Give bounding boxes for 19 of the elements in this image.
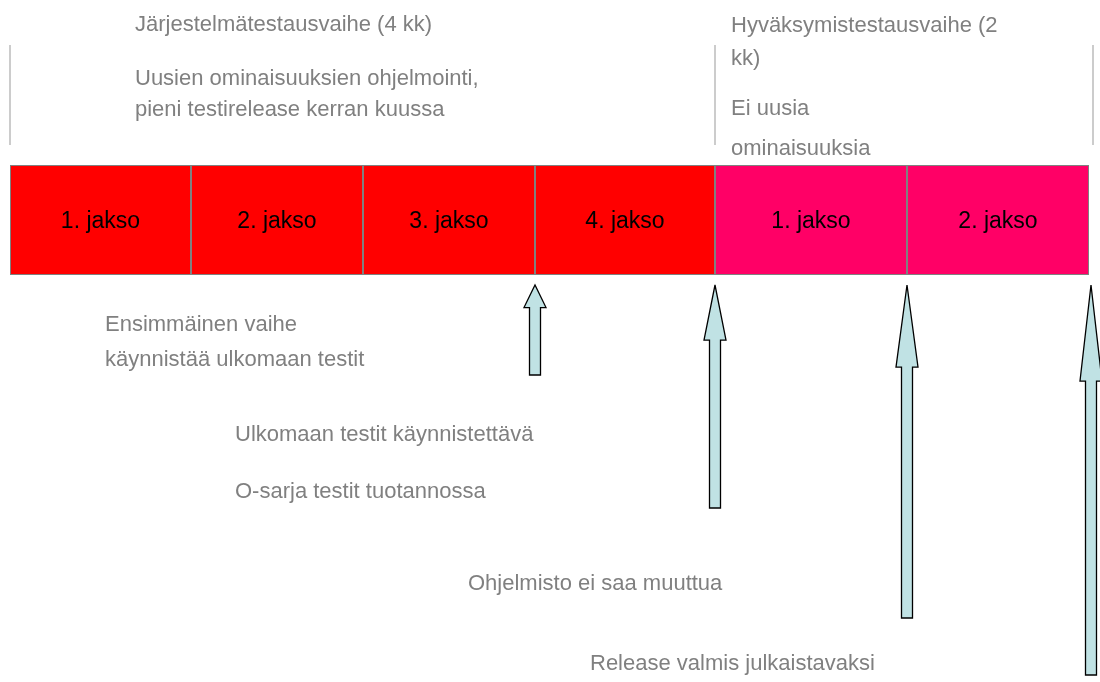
- note-text: Ei uusia ominaisuuksia: [731, 94, 872, 162]
- block-arrow: [1079, 284, 1100, 676]
- note-text: Ulkomaan testit käynnistettävä: [235, 420, 535, 448]
- note-text: Uusien ominaisuuksien ohjelmointi, pieni testirelease kerran kuussa: [135, 64, 480, 123]
- period-box: 4. jakso: [535, 165, 715, 275]
- note-text: Release valmis julkaistavaksi: [590, 649, 876, 677]
- period-box: 2. jakso: [191, 165, 363, 275]
- period-box: 1. jakso: [10, 165, 191, 275]
- period-box: 2. jakso: [907, 165, 1089, 275]
- note-text: Hyväksymistestausvaihe (2 kk): [731, 11, 999, 72]
- block-arrow: [522, 283, 548, 376]
- note-text: Ensimmäinen vaihe käynnistää ulkomaan testit: [105, 310, 366, 373]
- period-box: 3. jakso: [363, 165, 535, 275]
- note-text: Järjestelmätestausvaihe (4 kk): [135, 10, 434, 38]
- period-box: 1. jakso: [715, 165, 907, 275]
- note-text: O-sarja testit tuotannossa: [235, 477, 487, 505]
- note-text: Ohjelmisto ei saa muuttua: [468, 569, 724, 597]
- block-arrow: [703, 284, 727, 509]
- block-arrow: [895, 284, 919, 619]
